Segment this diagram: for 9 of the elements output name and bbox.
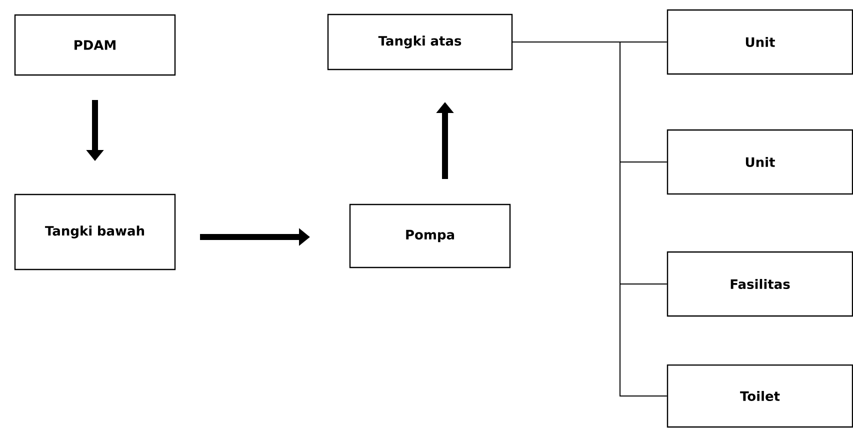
process-box: PDAM	[14, 14, 176, 76]
process-box: Tangki bawah	[14, 194, 176, 270]
process-box: Toilet	[666, 364, 853, 428]
process-box: Pompa	[349, 204, 511, 268]
process-box: Unit	[666, 129, 853, 195]
process-box: Unit	[666, 9, 853, 75]
process-box: Tangki atas	[327, 14, 513, 70]
connector-line	[512, 42, 668, 396]
process-box: Fasilitas	[666, 251, 853, 317]
